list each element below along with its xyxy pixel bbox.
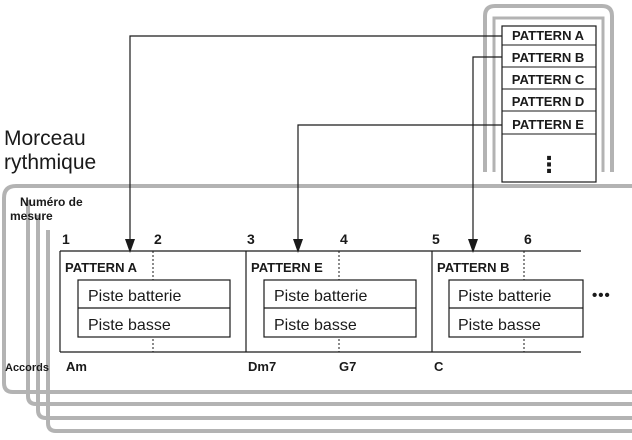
block-pattern-label: PATTERN B [437,260,509,275]
block-pattern-label: PATTERN A [65,260,138,275]
measure-header-line2: mesure [10,209,53,223]
measure-header-line1: Numéro de [20,195,83,209]
pattern-block-2: PATTERN E Piste batterie Piste basse [249,258,417,338]
chord-4: C [434,359,444,374]
pattern-list-item-e: PATTERN E [512,117,584,132]
bass-track-label: Piste basse [274,317,357,334]
connector-pattern-b [472,56,502,240]
arrowhead-pattern-b [468,239,478,253]
pattern-block-3: PATTERN B Piste batterie Piste basse [435,258,584,338]
drum-track-label: Piste batterie [88,288,181,305]
song-sheet-back-1 [26,200,632,406]
pattern-bank: PATTERN A PATTERN B PATTERN C PATTERN D … [483,4,614,183]
measure-number-3: 3 [247,231,255,247]
measure-number-1: 1 [62,231,70,247]
connector-pattern-e [297,124,502,240]
pattern-bank-body [501,25,597,183]
song-sheets-stack [2,184,632,433]
bass-track-label: Piste basse [88,317,171,334]
measure-number-4: 4 [340,231,348,247]
measure-number-6: 6 [524,231,532,247]
pattern-bank-frame-outer [483,4,614,172]
bass-track-label: Piste basse [458,317,541,334]
section-title-line2: rythmique [4,151,96,174]
pattern-bank-frame-inner [492,16,605,172]
drum-track-label: Piste batterie [458,288,551,305]
measure-number-2: 2 [154,231,162,247]
connector-arrowheads [125,239,478,253]
pattern-list-item-a: PATTERN A [512,28,585,43]
chord-1: Am [66,359,87,374]
measure-numbers: 1 2 3 4 5 6 [62,231,532,247]
pattern-list-more: ⋮ [538,152,560,177]
measure-number-5: 5 [432,231,440,247]
drum-track-label: Piste batterie [274,288,367,305]
pattern-list-item-b: PATTERN B [512,50,584,65]
chords-label: Accords [5,362,49,374]
arrowhead-pattern-a [125,239,135,253]
pattern-connectors [129,35,502,240]
song-sheet-front [2,184,632,394]
song-sheet-back-2 [36,215,632,420]
pattern-list-item-d: PATTERN D [512,94,584,109]
pattern-block-1: PATTERN A Piste batterie Piste basse [62,258,231,338]
connector-pattern-a [129,35,502,240]
section-title-line1: Morceau [4,127,86,150]
pattern-list-item-c: PATTERN C [512,72,585,87]
continuation-ellipsis: ••• [592,287,611,304]
arrowhead-pattern-e [293,239,303,253]
song-sheet-back-3 [46,230,632,433]
block-pattern-label: PATTERN E [251,260,323,275]
chord-2: Dm7 [248,359,276,374]
chord-3: G7 [339,359,356,374]
